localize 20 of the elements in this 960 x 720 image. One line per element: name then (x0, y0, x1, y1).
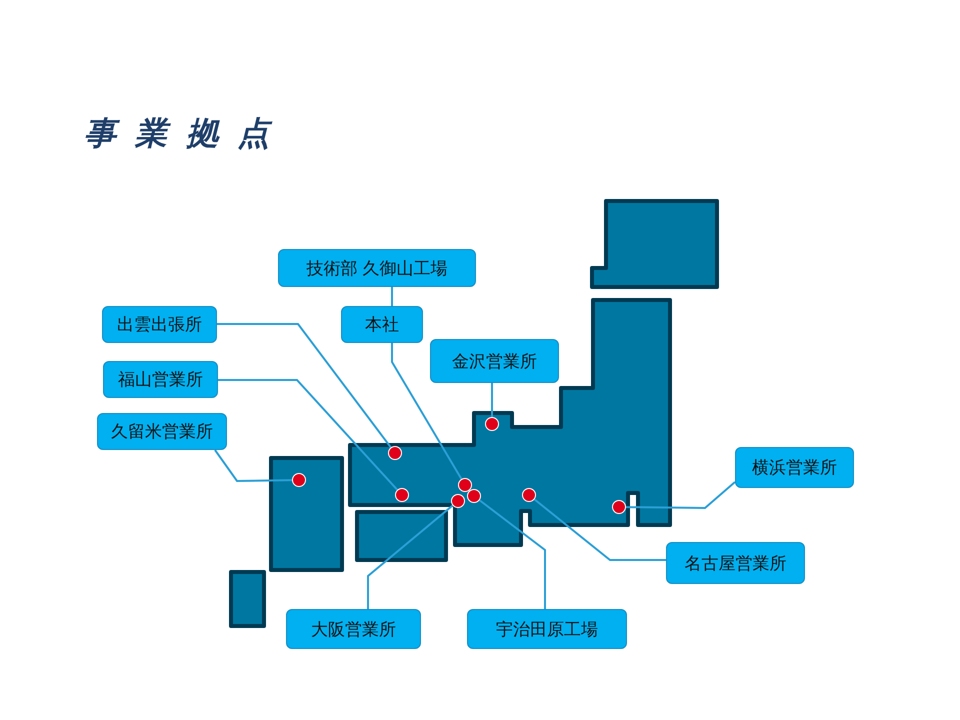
leader-line (626, 481, 736, 509)
leader-line (217, 379, 398, 490)
location-label: 金沢営業所 (430, 339, 559, 383)
location-label: 出雲出張所 (102, 306, 217, 343)
location-label: 福山営業所 (103, 361, 218, 398)
page-title: 事 業 拠 点 (84, 113, 274, 154)
leader-line (391, 342, 462, 480)
location-label: 名古屋営業所 (666, 542, 805, 584)
leader-line (391, 286, 393, 307)
location-label: 技術部 久御山工場 (278, 249, 476, 287)
leader-line (216, 323, 392, 448)
leader-line (214, 449, 292, 482)
location-label: 本社 (341, 306, 423, 343)
location-label: 大阪営業所 (286, 609, 421, 649)
leader-line (491, 382, 493, 417)
location-label: 横浜営業所 (735, 447, 854, 488)
location-label: 宇治田原工場 (467, 609, 627, 649)
leader-line (478, 499, 546, 610)
leader-line (534, 498, 667, 561)
location-label: 久留米営業所 (97, 413, 227, 450)
